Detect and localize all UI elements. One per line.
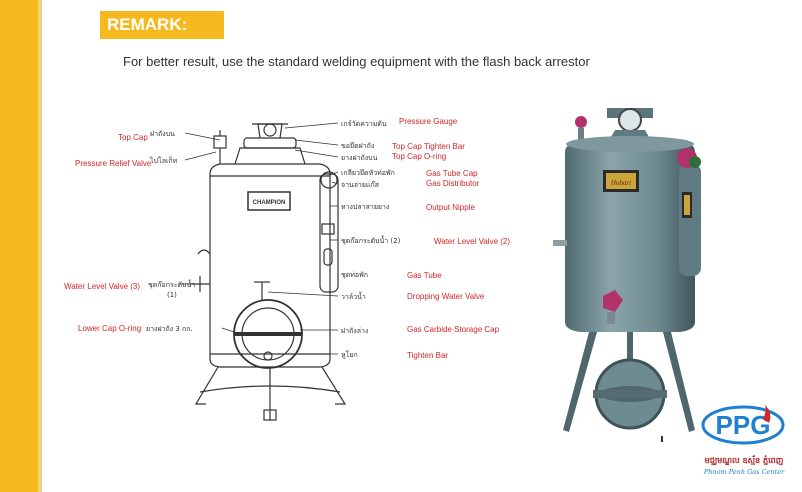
label-water-level-valve-2: Water Level Valve (2): [434, 237, 511, 246]
label-pressure-gauge: Pressure Gauge: [399, 117, 458, 126]
label-top-cap-tighten-bar: Top Cap Tighten Bar: [392, 142, 465, 151]
thai-gas-distributor: จานจ่ายแก๊ส: [341, 181, 379, 189]
label-gas-tube-cap: Gas Tube Cap: [426, 169, 478, 178]
thai-pressure-gauge: เกจ์วัดความดัน: [341, 120, 387, 128]
label-gas-carbide-storage-cap: Gas Carbide Storage Cap: [407, 325, 500, 334]
label-pressure-relief-valve: Pressure Relief Valve: [75, 159, 152, 168]
thai-top-cap: ฝาถังบน: [150, 130, 175, 138]
photo-brand-badge: Hobart: [610, 179, 632, 187]
logo-english-name: Phnom Penh Gas Center: [703, 468, 785, 476]
generator-line-diagram: CHAMPION: [190, 123, 347, 421]
thai-gas-tube: ชุดท่อพัก: [341, 271, 368, 279]
thai-water-level-3: ชุดก๊อกระดับน้ำ: [148, 281, 196, 289]
thai-relief-valve: ไปโลเก็ท: [150, 157, 178, 165]
thai-lower-oring: ยางฝาถัง 3 กก.: [146, 325, 193, 333]
logo-khmer-name: មជ្ឈមណ្ឌល ឧស្ម័ន ភ្នំពេញ: [704, 456, 784, 465]
label-top-cap: Top Cap: [118, 133, 148, 142]
logo-letters: PPG: [716, 410, 771, 440]
label-gas-tube: Gas Tube: [407, 271, 442, 280]
thai-output-nipple: หางปลาสายยาง: [341, 203, 390, 211]
ppg-logo: PPG: [701, 405, 785, 445]
thai-water-level-3-num: (1): [167, 291, 177, 299]
thai-tighten-bar: ขอยึดฝาถัง: [341, 142, 375, 150]
label-output-nipple: Output Nipple: [426, 203, 475, 212]
photo-marker: [661, 436, 663, 442]
label-lower-cap-oring: Lower Cap O-ring: [78, 324, 142, 333]
thai-oring: ยางฝาถังบน: [341, 154, 378, 162]
thai-tighten: หูโยก: [341, 351, 358, 359]
left-accent-edge: [38, 0, 42, 492]
label-top-cap-oring: Top Cap O-ring: [392, 152, 447, 161]
thai-water-level-2: ชุดก๊อกระดับน้ำ (2): [341, 237, 401, 245]
generator-product-photo: Hobart: [553, 108, 701, 432]
label-gas-distributor: Gas Distributor: [426, 179, 480, 188]
remark-note: For better result, use the standard weld…: [123, 54, 590, 69]
remark-heading: REMARK:: [100, 11, 224, 39]
thai-dropping-valve: วาล์วน้ำ: [341, 293, 366, 301]
label-dropping-water-valve: Dropping Water Valve: [407, 292, 485, 301]
left-accent-band: [0, 0, 38, 492]
label-water-level-valve-3: Water Level Valve (3): [64, 282, 141, 291]
diagram-brand-plate: CHAMPION: [253, 200, 286, 206]
label-tighten-bar: Tighten Bar: [407, 351, 449, 360]
thai-gas-tube-cap: เกลียวยึดหัวท่อพัก: [341, 169, 395, 177]
thai-carbide-cap: ฝาถังล่าง: [341, 327, 369, 335]
